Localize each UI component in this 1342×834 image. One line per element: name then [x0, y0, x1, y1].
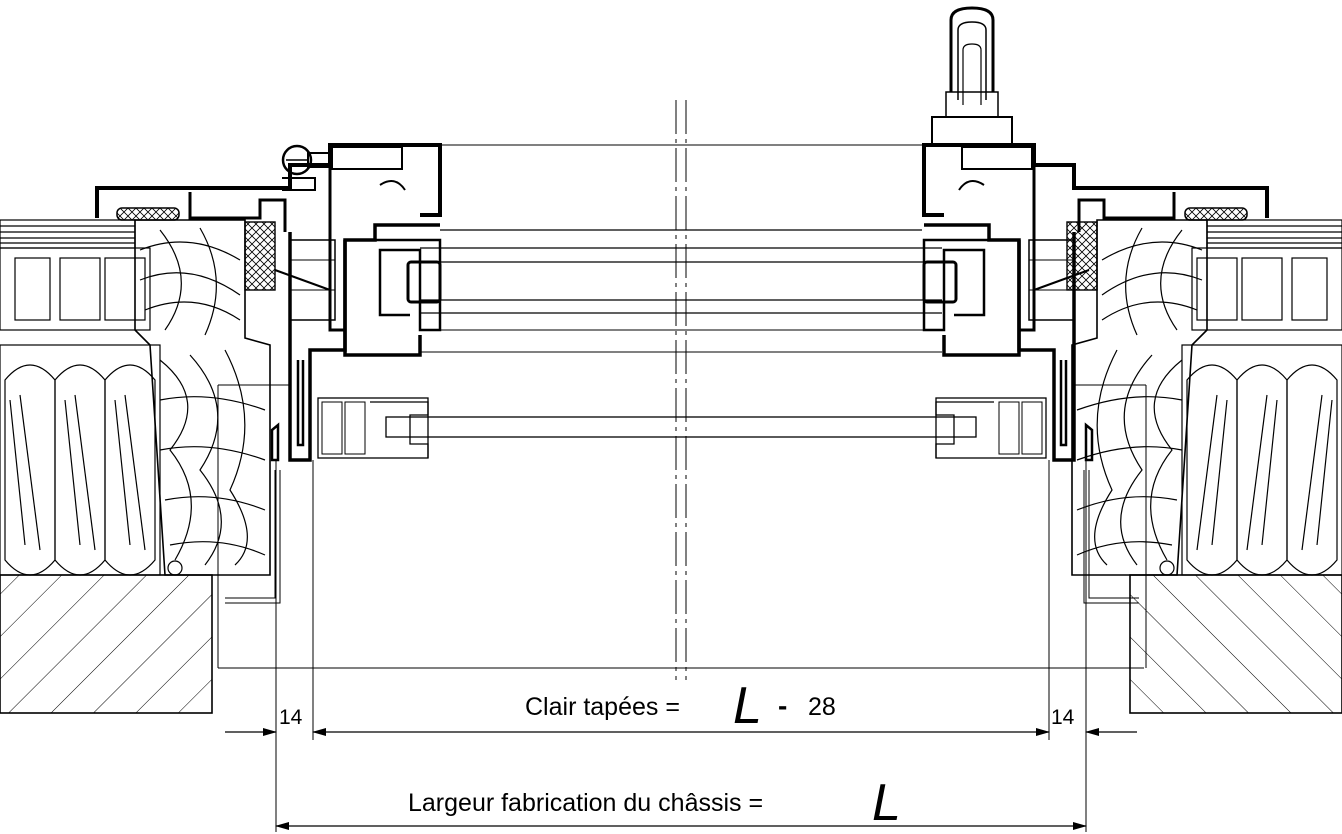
left-wall: [0, 219, 276, 714]
clear-width-label: Clair tapées =: [525, 693, 680, 721]
left-frame-profile: [95, 143, 442, 668]
left-seal-block: [244, 221, 276, 291]
right-wood-frame: [1071, 219, 1208, 576]
left-masonry: [0, 574, 213, 714]
right-cladding: [1191, 219, 1342, 331]
manufacturing-width-label: Largeur fabrication du châssis =: [408, 789, 763, 817]
left-wood-frame: [134, 219, 271, 576]
right-masonry: [1129, 574, 1342, 714]
clear-width-value: 28: [808, 693, 836, 721]
right-offset-label: 14: [1051, 706, 1075, 729]
right-wall: [1066, 219, 1342, 714]
clear-width-operator: -: [778, 690, 787, 721]
right-insulation: [1181, 344, 1342, 576]
reveal-lining: [218, 460, 1144, 832]
window-handle: [931, 6, 1013, 146]
dimension-lines: [225, 728, 1137, 830]
manufacturing-width-symbol: L: [872, 774, 901, 832]
left-offset-label: 14: [279, 706, 303, 729]
left-cladding: [0, 219, 151, 331]
center-axis-line: [675, 100, 687, 680]
secondary-glazing: [385, 416, 977, 438]
glazing-unit: [420, 144, 942, 353]
left-insulation: [0, 344, 161, 576]
clear-width-symbol: L: [733, 677, 762, 735]
right-seal-block: [1066, 221, 1098, 291]
